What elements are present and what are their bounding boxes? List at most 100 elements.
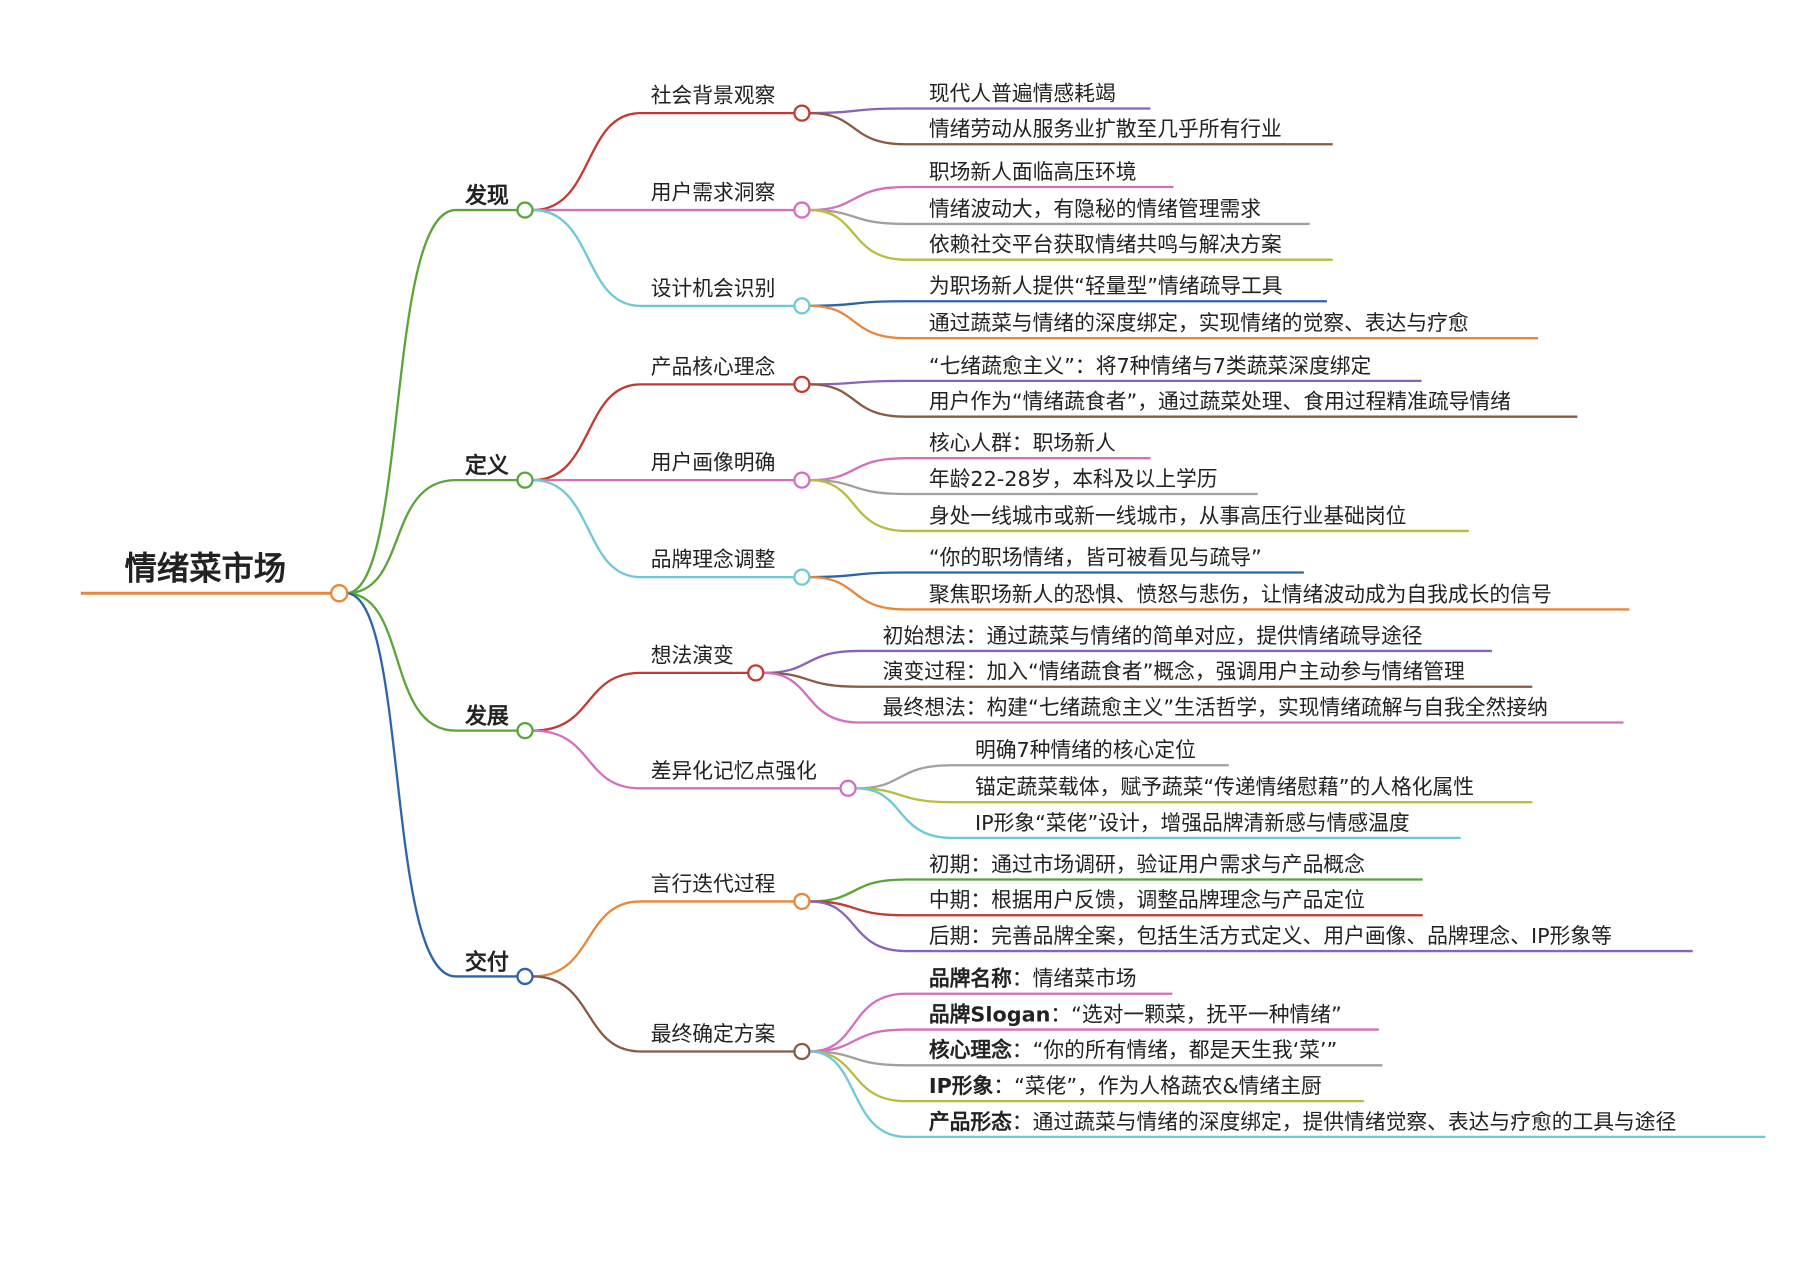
leaf-topic[interactable]: “你的职场情绪，皆可被看见与疏导” [929, 545, 1262, 569]
sub-topic-label[interactable]: 用户需求洞察 [651, 181, 776, 205]
leaf-connector [809, 1050, 1364, 1103]
sub-topic-label[interactable]: 最终确定方案 [651, 1022, 776, 1046]
leaf-topic[interactable]: 初始想法：通过蔬菜与情绪的简单对应，提供情绪疏导途径 [883, 624, 1423, 648]
leaf-topic[interactable]: 聚焦职场新人的恐惧、愤怒与悲伤，让情绪波动成为自我成长的信号 [929, 582, 1552, 606]
leaf-connector [809, 185, 1174, 212]
leaf-topic[interactable]: IP形象“菜佬”设计，增强品牌清新感与情感温度 [975, 811, 1410, 835]
sub-topic-label[interactable]: 设计机会识别 [651, 276, 776, 300]
sub-topic-label[interactable]: 品牌理念调整 [651, 548, 776, 572]
nodes: 情绪菜市场 发现 社会背景观察 现代人普遍情感耗竭情绪劳动从服务业扩散至几乎所有行业用… [125, 81, 1677, 1133]
branch-node-circle[interactable] [516, 721, 534, 740]
leaf-topic[interactable]: 情绪波动大，有隐秘的情绪管理需求 [929, 197, 1261, 221]
branch-label[interactable]: 发现 [464, 183, 509, 209]
sub-node-circle[interactable] [793, 297, 811, 315]
leaf-topic[interactable]: 依赖社交平台获取情绪共鸣与解决方案 [929, 233, 1282, 257]
root-topic[interactable]: 情绪菜市场 [125, 549, 286, 587]
leaf-text: 年龄22-28岁，本科及以上学历 [929, 467, 1218, 491]
sub-connector [533, 383, 794, 482]
leaf-text: 通过蔬菜与情绪的深度绑定，实现情绪的觉察、表达与疗愈 [929, 311, 1469, 335]
sub-topic-label[interactable]: 产品核心理念 [651, 355, 776, 379]
leaf-topic[interactable]: 明确7种情绪的核心定位 [975, 738, 1196, 762]
branch-node-circle[interactable] [516, 967, 534, 986]
leaf-connector [809, 208, 1333, 261]
leaf-topic[interactable]: IP形象：“菜佬”，作为人格蔬农&情绪主厨 [929, 1074, 1322, 1098]
sub-node-circle[interactable] [793, 201, 811, 219]
leaf-connector [809, 304, 1539, 340]
sub-node-circle[interactable] [793, 375, 811, 394]
leaf-connector [809, 992, 1173, 1053]
leaf-text: 后期：完善品牌全案，包括生活方式定义、用户画像、品牌理念、IP形象等 [929, 924, 1612, 948]
leaf-topic[interactable]: 情绪劳动从服务业扩散至几乎所有行业 [929, 117, 1282, 141]
leaf-text: 初始想法：通过蔬菜与情绪的简单对应，提供情绪疏导途径 [883, 624, 1423, 648]
sub-topic-label[interactable]: 言行迭代过程 [651, 872, 776, 896]
sub-topic-label[interactable]: 社会背景观察 [651, 84, 776, 108]
leaf-topic[interactable]: 中期：根据用户反馈，调整品牌理念与产品定位 [929, 888, 1365, 912]
leaf-topic[interactable]: 核心理念：“你的所有情绪，都是天生我‘菜’” [929, 1038, 1337, 1062]
leaf-text: ：“选对一颗菜，抚平一种情绪” [1050, 1002, 1341, 1026]
sub-connector [533, 975, 794, 1053]
leaf-connector [809, 1050, 1383, 1067]
leaf-topic[interactable]: 最终想法：构建“七绪蔬愈主义”生活哲学，实现情绪疏解与自我全然接纳 [883, 695, 1548, 719]
sub-node-circle[interactable] [793, 568, 811, 586]
sub-node-circle[interactable] [793, 471, 811, 489]
leaf-topic[interactable]: 品牌Slogan：“选对一颗菜，抚平一种情绪” [929, 1002, 1342, 1026]
sub-node-circle[interactable] [747, 664, 765, 682]
leaf-text: 核心人群：职场新人 [929, 431, 1116, 455]
leaf-topic[interactable]: 锚定蔬菜载体，赋予蔬菜“传递情绪慰藉”的人格化属性 [975, 775, 1474, 799]
leaf-topic[interactable]: 通过蔬菜与情绪的深度绑定，实现情绪的觉察、表达与疗愈 [929, 311, 1469, 335]
branch-connector [346, 478, 517, 595]
leaf-topic[interactable]: 年龄22-28岁，本科及以上学历 [929, 467, 1218, 491]
leaf-connector [809, 457, 1151, 482]
leaf-topic[interactable]: 初期：通过市场调研，验证用户需求与产品概念 [929, 852, 1365, 876]
branch-node-circle[interactable] [516, 201, 534, 219]
branch-node-circle[interactable] [516, 471, 534, 489]
leaf-topic[interactable]: 品牌名称：情绪菜市场 [929, 967, 1137, 991]
sub-topic-label[interactable]: 差异化记忆点强化 [651, 759, 817, 783]
sub-connector [533, 729, 840, 790]
leaf-connector [809, 1028, 1379, 1053]
sub-topic-label[interactable]: 用户画像明确 [651, 451, 776, 475]
leaf-connector [856, 787, 1461, 840]
connectors [80, 107, 1766, 1139]
leaf-topic[interactable]: 现代人普遍情感耗竭 [929, 81, 1116, 105]
leaf-text: 锚定蔬菜载体，赋予蔬菜“传递情绪慰藉”的人格化属性 [975, 775, 1474, 799]
leaf-connector [809, 478, 1469, 533]
leaf-topic[interactable]: 为职场新人提供“轻量型”情绪疏导工具 [929, 274, 1283, 298]
sub-node-circle[interactable] [839, 779, 857, 797]
leaf-text: 依赖社交平台获取情绪共鸣与解决方案 [929, 233, 1282, 257]
leaf-bold-prefix: 品牌名称 [929, 967, 1012, 991]
leaf-text: 情绪劳动从服务业扩散至几乎所有行业 [929, 117, 1282, 141]
leaf-text: 初期：通过市场调研，验证用户需求与产品概念 [929, 852, 1365, 876]
leaf-topic[interactable]: 用户作为“情绪蔬食者”，通过蔬菜处理、食用过程精准疏导情绪 [929, 390, 1511, 414]
leaf-topic[interactable]: 产品形态：通过蔬菜与情绪的深度绑定，提供情绪觉察、表达与疗愈的工具与途径 [929, 1110, 1676, 1134]
sub-topic-label[interactable]: 想法演变 [651, 644, 734, 668]
leaf-text: 演变过程：加入“情绪蔬食者”概念，强调用户主动参与情绪管理 [883, 660, 1465, 684]
leaf-topic[interactable]: 演变过程：加入“情绪蔬食者”概念，强调用户主动参与情绪管理 [883, 660, 1465, 684]
leaf-text: IP形象“菜佬”设计，增强品牌清新感与情感温度 [975, 811, 1410, 835]
root-node-circle[interactable] [330, 584, 349, 603]
leaf-topic[interactable]: 后期：完善品牌全案，包括生活方式定义、用户画像、品牌理念、IP形象等 [929, 924, 1612, 948]
sub-node-circle[interactable] [793, 892, 811, 911]
leaf-text: ：“菜佬”，作为人格蔬农&情绪主厨 [993, 1074, 1321, 1098]
leaf-text: 用户作为“情绪蔬食者”，通过蔬菜处理、食用过程精准疏导情绪 [929, 390, 1511, 414]
leaf-connector [809, 379, 1422, 386]
leaf-connector [809, 300, 1327, 308]
leaf-connector [809, 878, 1423, 903]
sub-node-circle[interactable] [793, 104, 811, 122]
sub-connector [533, 900, 794, 978]
sub-node-circle[interactable] [793, 1042, 811, 1061]
leaf-connector [809, 571, 1304, 579]
leaf-text: 现代人普遍情感耗竭 [929, 81, 1116, 105]
branch-connector [346, 592, 517, 732]
leaf-topic[interactable]: “七绪蔬愈主义”：将7种情绪与7类蔬菜深度绑定 [929, 354, 1371, 378]
leaf-text: 中期：根据用户反馈，调整品牌理念与产品定位 [929, 888, 1365, 912]
branch-label[interactable]: 定义 [465, 453, 509, 479]
leaf-topic[interactable]: 身处一线城市或新一线城市，从事高压行业基础岗位 [929, 504, 1407, 528]
branch-label[interactable]: 发展 [464, 704, 509, 730]
leaf-connector [763, 671, 1533, 688]
branch-label[interactable]: 交付 [465, 950, 509, 976]
leaf-topic[interactable]: 核心人群：职场新人 [929, 431, 1116, 455]
leaf-topic[interactable]: 职场新人面临高压环境 [929, 160, 1137, 184]
leaf-connector [763, 671, 1624, 724]
